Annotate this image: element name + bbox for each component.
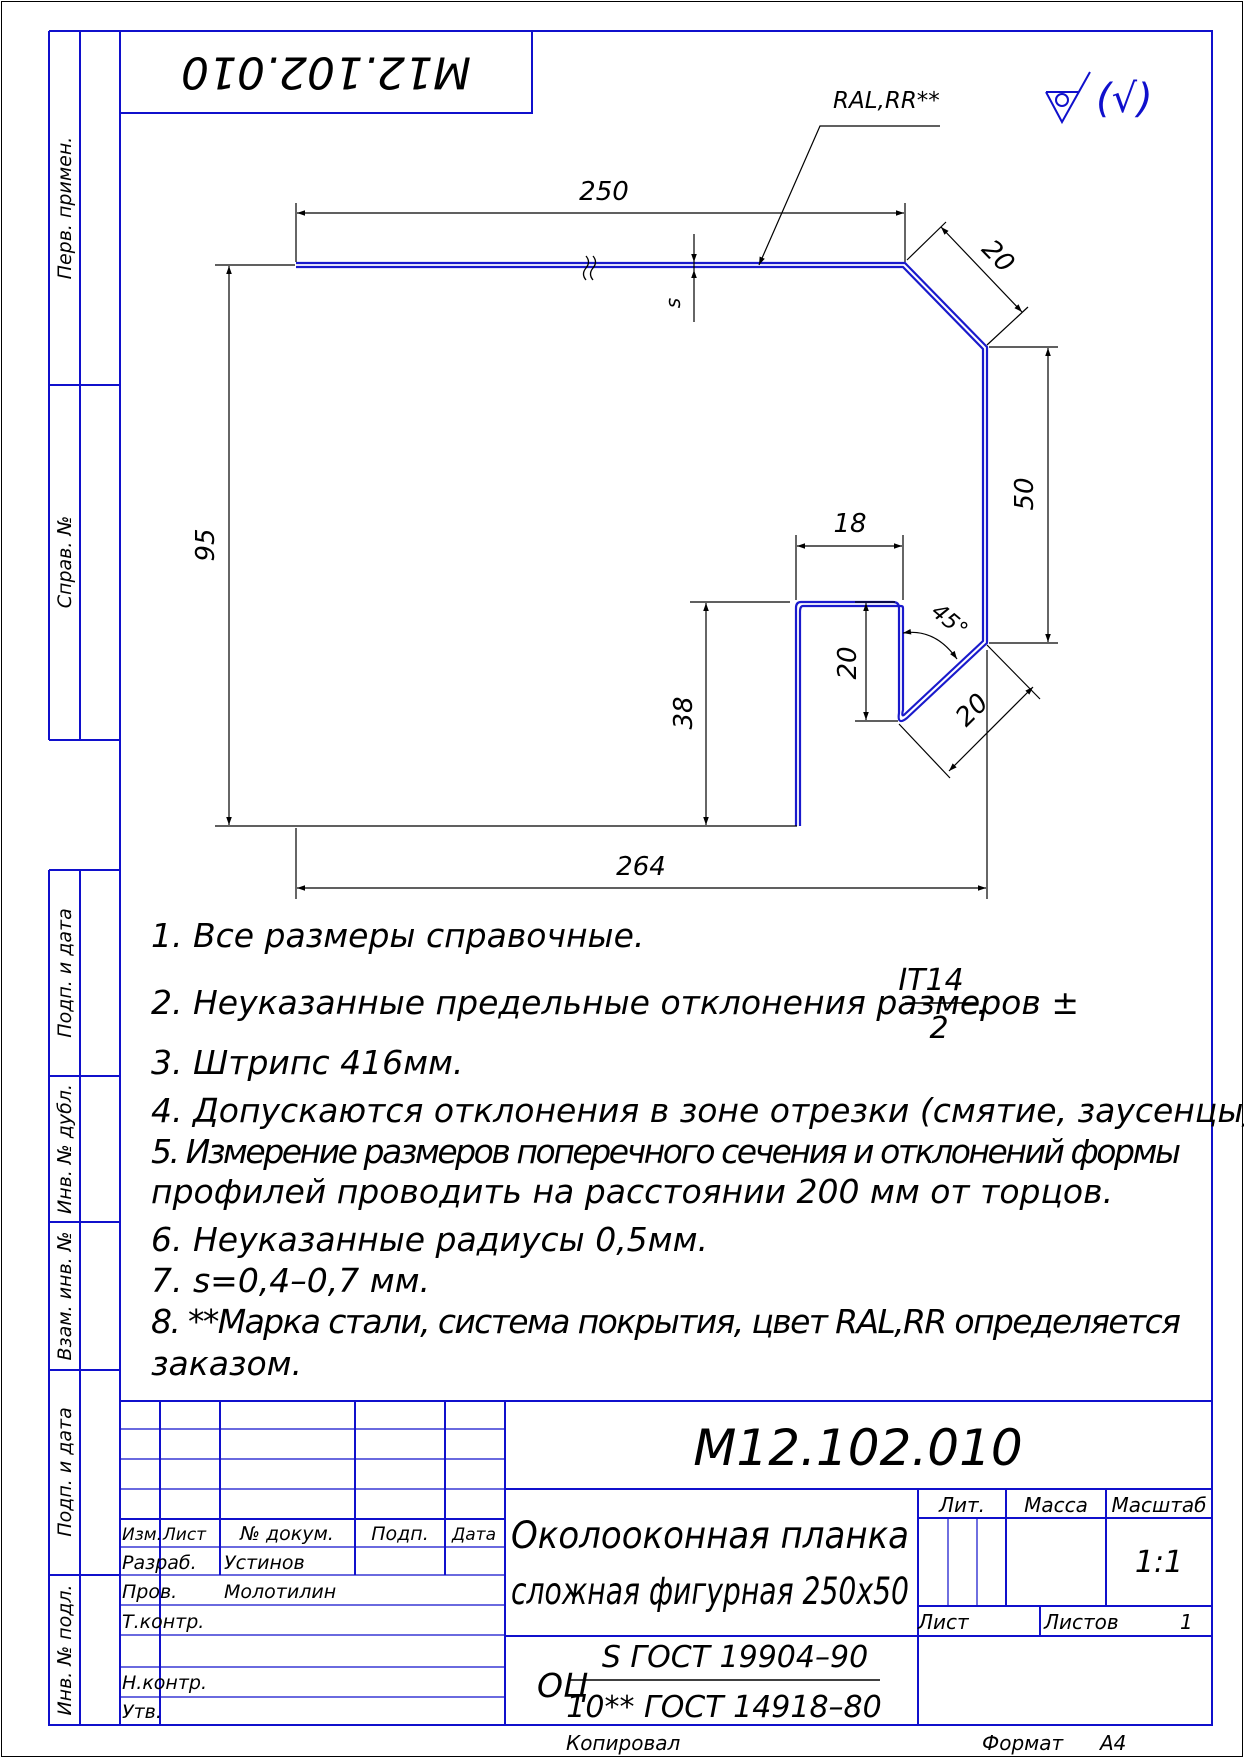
break-mark-icon	[582, 255, 597, 281]
dim-95: 95	[191, 528, 221, 561]
material-bottom: 10** ГОСТ 14918–80	[566, 1690, 881, 1725]
col-izm: Изм.	[122, 1525, 162, 1545]
format-label: Формат	[982, 1731, 1064, 1755]
col-data: Дата	[451, 1525, 496, 1545]
dim-line-20-top	[940, 226, 1023, 313]
extension-lines	[215, 203, 1058, 899]
scale-value: 1:1	[1135, 1545, 1183, 1580]
side-label-podp-data-bottom: Подп. и дата	[54, 1407, 76, 1536]
massa-label: Масса	[1024, 1493, 1088, 1517]
format-value: А4	[1098, 1731, 1126, 1755]
dim-250: 250	[579, 177, 629, 207]
kopiroval: Копировал	[566, 1731, 680, 1755]
note-5-line2: профилей проводить на расстоянии 200 мм …	[151, 1172, 1113, 1211]
part-name-line2: сложная фигурная 250х50	[511, 1570, 909, 1613]
note-5-line1: 5. Измерение размеров поперечного сечени…	[151, 1132, 1181, 1171]
note-4: 4. Допускаются отклонения в зоне отрезки…	[151, 1091, 1244, 1130]
surface-mark-text: (√)	[1096, 76, 1153, 122]
col-doc: № докум.	[239, 1523, 334, 1545]
dimension-lines	[226, 210, 1051, 891]
side-stamp	[48, 30, 120, 1726]
lit-label: Лит.	[938, 1493, 985, 1517]
title-block-captions: Изм. Лист № докум. Подп. Дата Разраб. Ус…	[122, 1523, 496, 1723]
row-razrab: Разраб.	[122, 1552, 197, 1574]
masshtab-label: Масштаб	[1111, 1493, 1206, 1517]
surface-mark-icon	[1045, 71, 1091, 125]
dim-50: 50	[1010, 477, 1040, 510]
note-2-denominator: 2	[929, 1011, 948, 1046]
designation-box	[120, 31, 533, 114]
row-nkontr: Н.контр.	[122, 1672, 207, 1694]
listov-value: 1	[1180, 1610, 1193, 1634]
col-podp: Подп.	[371, 1523, 429, 1545]
callout-ral: RAL,RR**	[833, 88, 940, 114]
drawing-frame	[119, 30, 1213, 1726]
technical-notes: 1. Все размеры справочные. 2. Неуказанны…	[151, 916, 1244, 1383]
note-2-suffix: .	[977, 983, 988, 1022]
note-2-numerator: IT14	[898, 963, 963, 998]
dim-arc-45	[902, 629, 958, 660]
side-label-inv-dubl: Инв. № дубл.	[54, 1084, 76, 1214]
note-8-line2: заказом.	[151, 1344, 302, 1383]
material-designation: ОЦ S ГОСТ 19904–90 10** ГОСТ 14918–80	[537, 1640, 882, 1725]
side-label-sprav-no: Справ. №	[54, 516, 76, 608]
material-prefix: ОЦ	[537, 1666, 589, 1705]
side-label-perv-primen: Перв. примен.	[54, 137, 76, 280]
part-name-line1: Околооконная планка	[511, 1514, 909, 1557]
listov-label: Листов	[1043, 1610, 1119, 1634]
dim-18: 18	[833, 509, 866, 539]
note-1: 1. Все размеры справочные.	[151, 916, 644, 955]
col-list: Лист	[162, 1525, 207, 1545]
side-label-podp-data-top: Подп. и дата	[54, 908, 76, 1037]
side-labels: Перв. примен. Справ. № Подп. и дата Инв.…	[54, 137, 76, 1716]
dimension-texts: 250 s 20 50 95 18 45° 20 20 38 264	[191, 177, 1040, 882]
title-block-thin-lines	[120, 1428, 978, 1698]
list-label: Лист	[917, 1610, 970, 1634]
row-tkontr: Т.контр.	[122, 1611, 204, 1633]
side-label-vzam-inv: Взам. инв. №	[54, 1231, 76, 1360]
dim-38: 38	[669, 696, 699, 729]
dim-20-top: 20	[975, 234, 1020, 279]
stamp-captions: Лит. Масса Масштаб 1:1 Лист Листов 1	[917, 1493, 1207, 1634]
note-3: 3. Штрипс 416мм.	[151, 1043, 463, 1082]
dim-20-bottom: 20	[950, 688, 995, 733]
title-block-lines	[120, 1400, 1212, 1725]
dim-45: 45°	[926, 599, 972, 643]
designation-rotated: M12.102.010	[181, 47, 471, 98]
side-label-inv-podl: Инв. № подл.	[54, 1584, 76, 1715]
prov-name: Молотилин	[224, 1581, 336, 1603]
note-8-line1: 8. **Марка стали, система покрытия, цвет…	[151, 1302, 1181, 1341]
material-top: S ГОСТ 19904–90	[602, 1640, 868, 1675]
note-7: 7. s=0,4–0,7 мм.	[151, 1261, 430, 1300]
dim-s: s	[661, 298, 685, 308]
dim-264: 264	[616, 852, 666, 882]
callout-leader	[758, 125, 940, 266]
razrab-name: Устинов	[224, 1552, 305, 1574]
dim-line-20-bottom	[948, 686, 1034, 772]
row-prov: Пров.	[122, 1581, 177, 1603]
note-6: 6. Неуказанные радиусы 0,5мм.	[151, 1220, 708, 1259]
title-designation: M12.102.010	[693, 1419, 1022, 1477]
dim-20-vertical: 20	[833, 646, 863, 679]
row-utv: Утв.	[122, 1701, 162, 1723]
profile-outline	[296, 261, 989, 826]
sheet-footer: Копировал Формат А4	[566, 1731, 1126, 1755]
